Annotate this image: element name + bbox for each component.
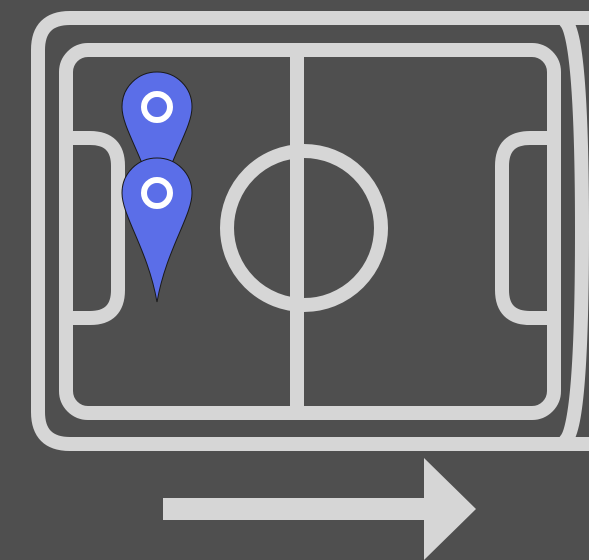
pitch-board bbox=[0, 0, 589, 560]
pitch-canvas bbox=[0, 0, 589, 560]
